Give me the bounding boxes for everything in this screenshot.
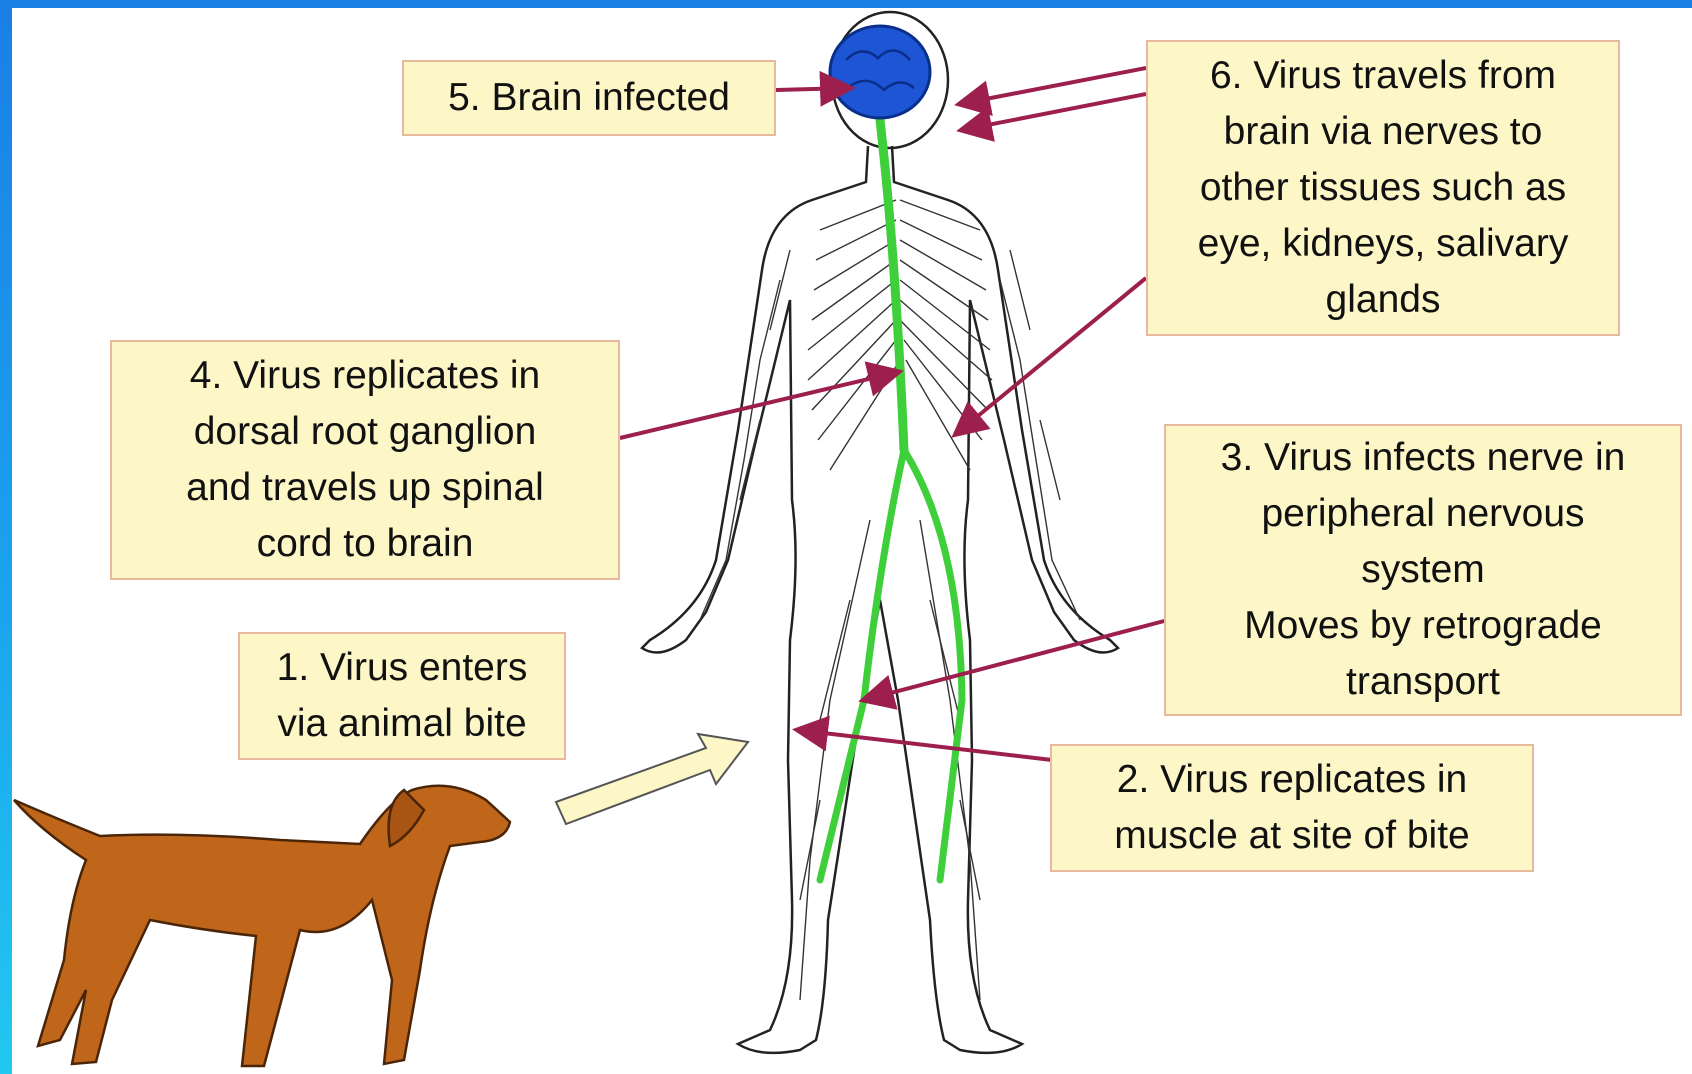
human-body-icon (642, 12, 1118, 1053)
peripheral-nerves-icon (700, 200, 1080, 1000)
hollow-arrow-icon (556, 734, 748, 824)
callout-step4: 4. Virus replicates in dorsal root gangl… (110, 340, 620, 580)
spinal-cord-icon (820, 120, 962, 880)
arrow-step2 (798, 730, 1052, 760)
callout-step1: 1. Virus enters via animal bite (238, 632, 566, 760)
callout-step5: 5. Brain infected (402, 60, 776, 136)
arrow-step3 (864, 620, 1168, 700)
arrow-step5 (776, 88, 850, 90)
callout-step2: 2. Virus replicates in muscle at site of… (1050, 744, 1534, 872)
dog-icon (14, 786, 510, 1066)
callout-step3: 3. Virus infects nerve in peripheral ner… (1164, 424, 1682, 716)
callout-step6: 6. Virus travels from brain via nerves t… (1146, 40, 1620, 336)
brain-icon (830, 26, 930, 118)
